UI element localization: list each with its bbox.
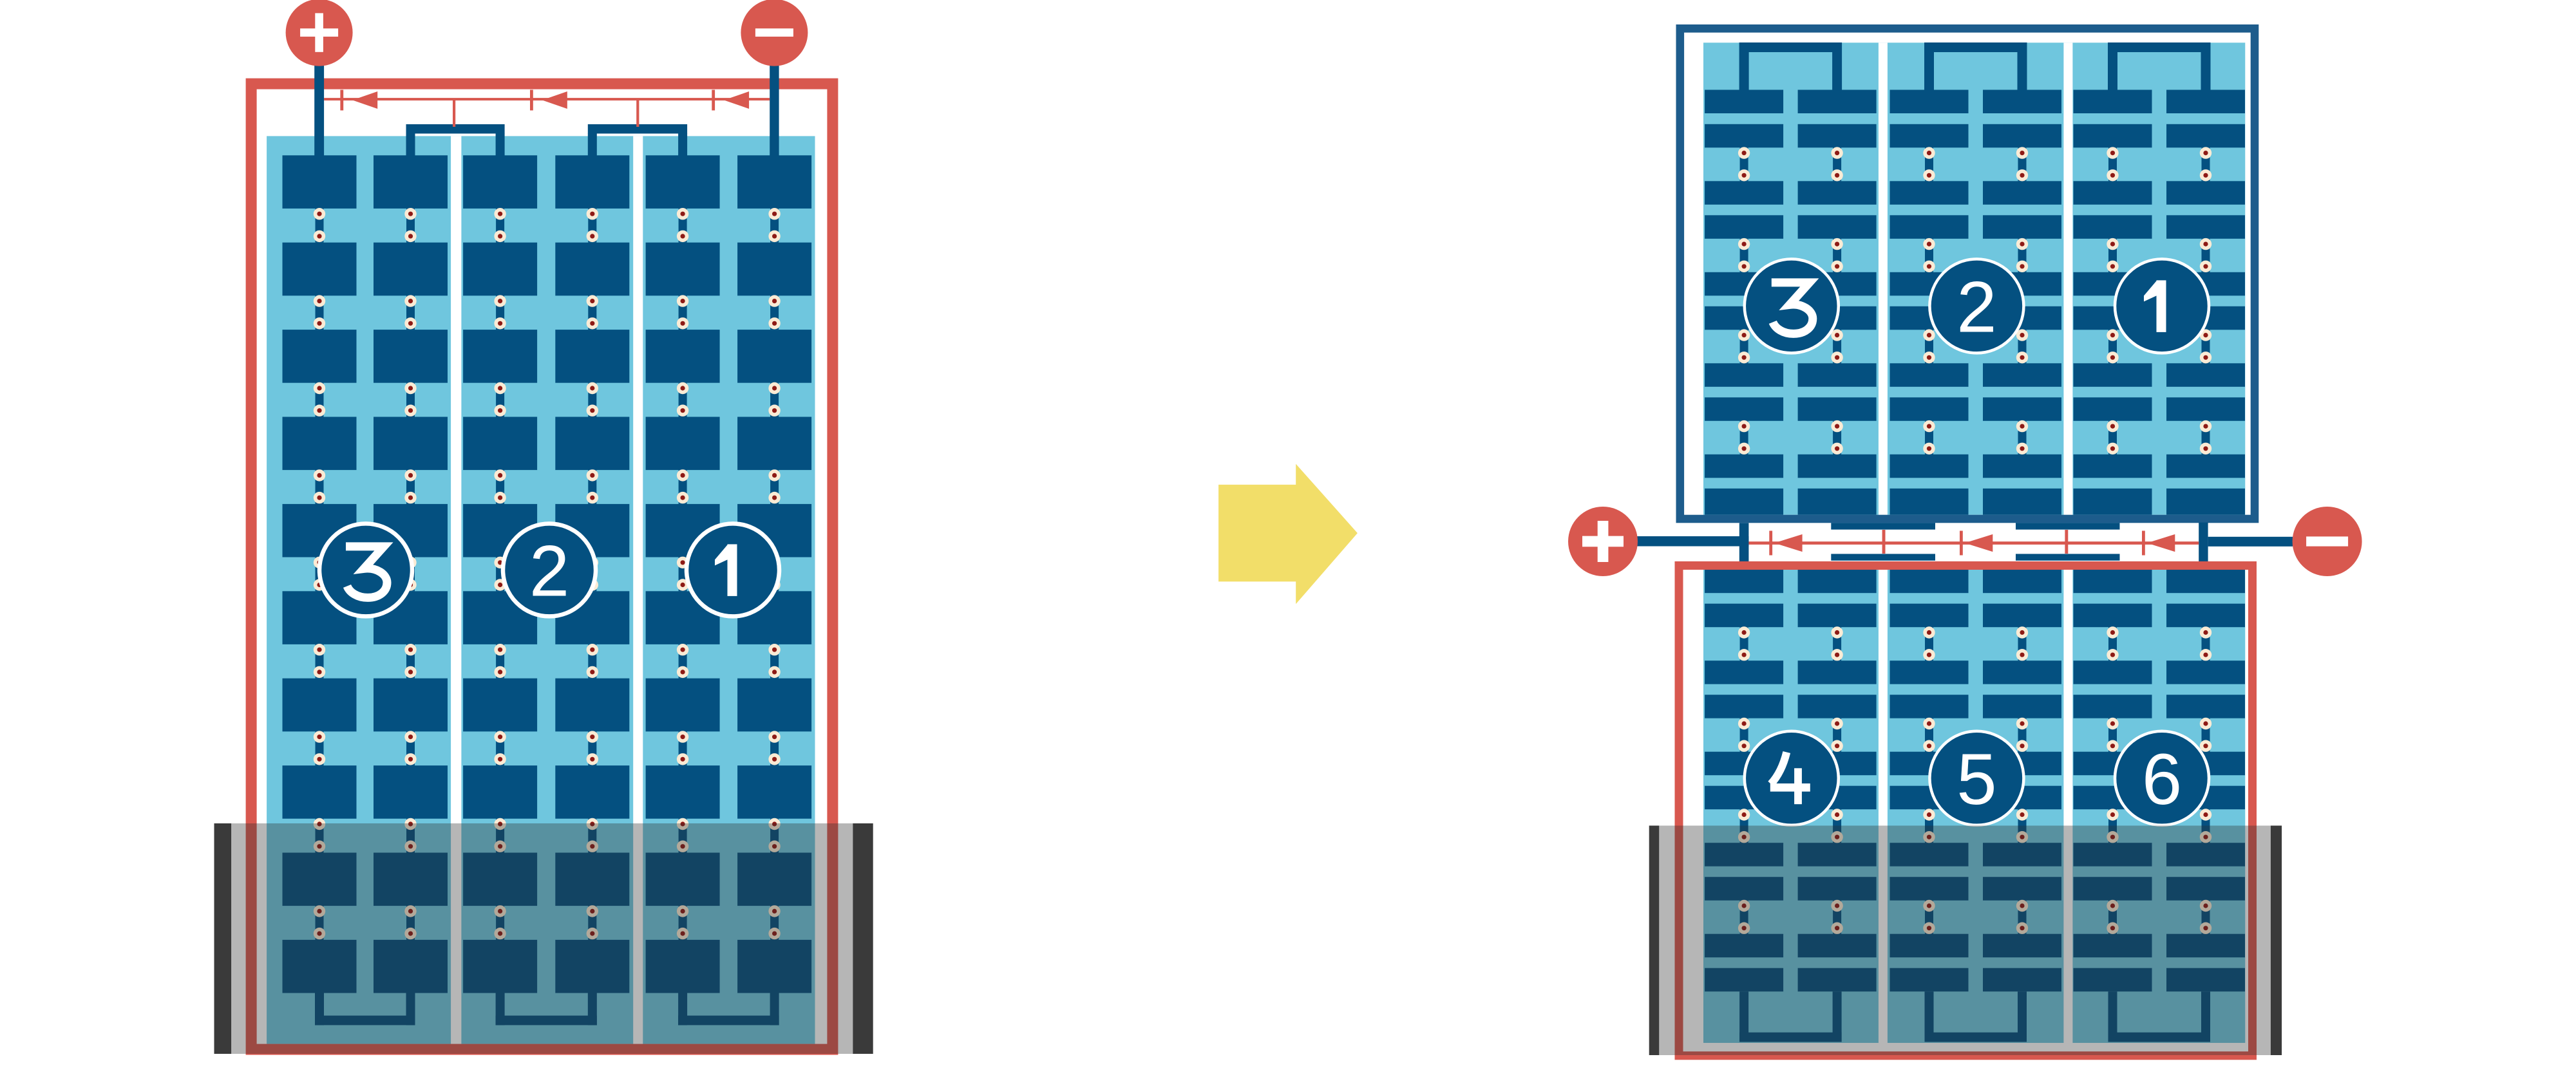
svg-text:2: 2 [1956, 267, 1996, 347]
svg-text:5: 5 [1956, 739, 1996, 820]
svg-text:6: 6 [2142, 739, 2182, 820]
svg-text:2: 2 [529, 530, 569, 611]
